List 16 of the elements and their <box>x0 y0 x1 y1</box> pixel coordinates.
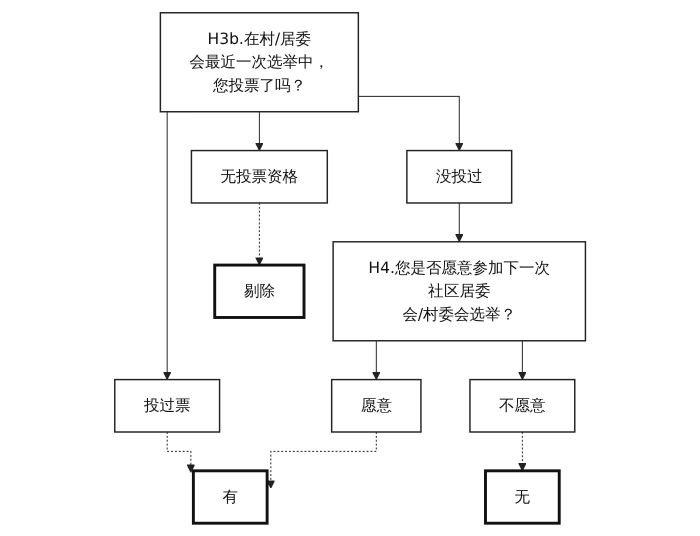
node-box: 投过票 <box>114 378 220 433</box>
arrow <box>254 202 264 266</box>
arrow <box>166 432 196 473</box>
node-box: 愿意 <box>330 378 422 433</box>
arrow <box>518 432 527 472</box>
arrow <box>454 202 464 242</box>
arrow <box>358 96 464 151</box>
node-box: 有 <box>192 469 268 525</box>
node-box: 剔除 <box>213 264 306 319</box>
arrow <box>254 111 264 151</box>
node-box: 无投票资格 <box>190 150 328 204</box>
node-box: H4.您是否愿意参加下一次社区居委会/村委会选举？ <box>332 241 586 342</box>
node-box: 没投过 <box>406 150 512 204</box>
node-box: H3b.在村/居委会最近一次选举中，您投票了吗？ <box>160 12 359 112</box>
node-box: 不愿意 <box>469 378 576 433</box>
node-box: 无 <box>484 469 561 525</box>
